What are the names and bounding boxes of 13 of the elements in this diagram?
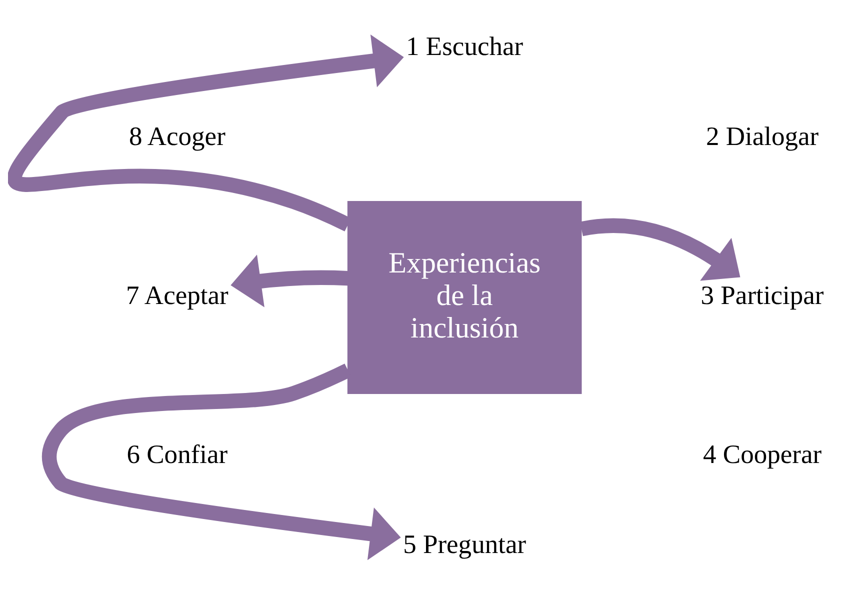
node-text: 7 Aceptar (126, 280, 228, 310)
arrow (42, 364, 401, 560)
arrow (580, 218, 740, 281)
label: 2 Dialogar (706, 120, 819, 151)
label: 8 Acoger (128, 120, 226, 151)
node-text: 1 Escuchar (406, 30, 524, 61)
arrow (8, 34, 404, 232)
label: 6 Confiar (126, 439, 228, 470)
label: 4 Cooperar (703, 439, 822, 470)
node-text: 5 Preguntar (403, 529, 526, 560)
node-text: 3 Participar (700, 280, 824, 310)
arrow (230, 254, 348, 308)
node-box: Experiencias de la inclusión (347, 200, 582, 394)
